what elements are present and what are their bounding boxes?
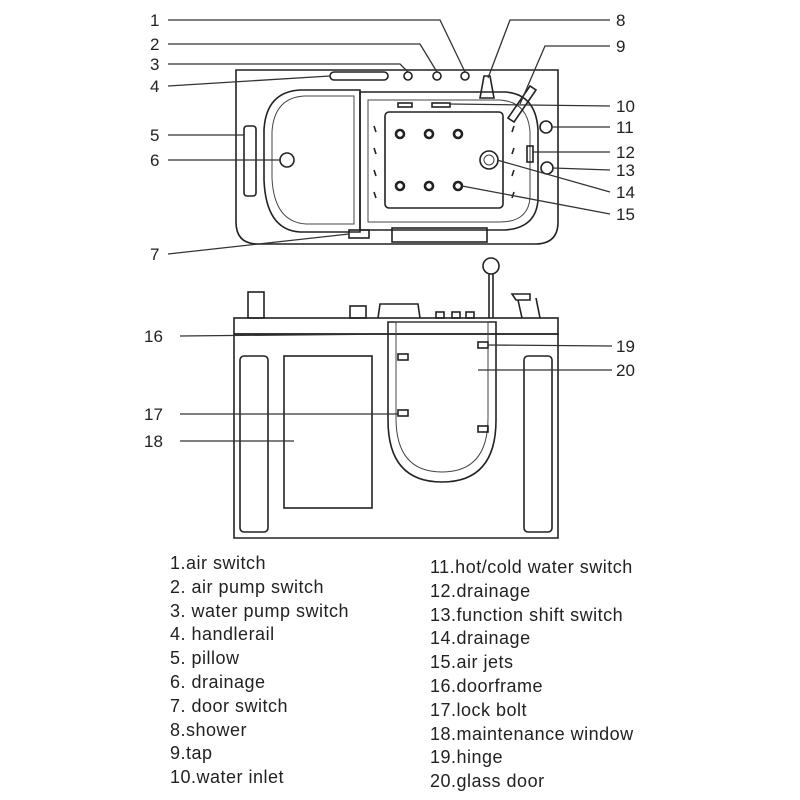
callout-8: 8: [616, 11, 625, 30]
water-inlet: [397, 102, 413, 108]
callout-4: 4: [150, 77, 159, 96]
legend-item: 9.tap: [170, 743, 213, 764]
legend-item: 10.water inlet: [170, 767, 285, 788]
legend-item: 14.drainage: [430, 628, 531, 649]
legend-item: 20.glass door: [430, 771, 545, 792]
lock-bolt: [397, 353, 409, 361]
tap-front: [510, 293, 541, 319]
handlerail: [329, 71, 389, 81]
callout-11: 11: [616, 118, 634, 137]
callout-10: 10: [616, 97, 635, 116]
legend-item: 2. air pump switch: [170, 576, 325, 597]
drainage-14: [479, 150, 499, 170]
legend-left: 1.air switch 2. air pump switch 3. water…: [170, 552, 349, 790]
callout-16: 16: [144, 327, 163, 346]
legend-item: 13.function shift switch: [430, 604, 624, 625]
legend-item: 8.shower: [170, 719, 248, 740]
tub-top-view: [235, 69, 559, 245]
deck-handle: [247, 291, 265, 319]
callout-9: 9: [616, 37, 625, 56]
callout-14: 14: [616, 183, 635, 202]
maintenance-window: [283, 355, 373, 509]
tub-front-view: [233, 257, 559, 539]
glass-door: [395, 321, 489, 473]
water-pump-switch: [403, 71, 413, 81]
tub-rim: [235, 69, 559, 245]
legend-item: 7. door switch: [170, 695, 289, 716]
legend-item: 12.drainage: [430, 580, 531, 601]
doorframe: [387, 321, 497, 483]
jets-panel: [384, 111, 504, 209]
callout-13: 13: [616, 161, 635, 180]
drainage-12: [526, 145, 534, 163]
leader-lines: [167, 19, 613, 442]
pillow: [243, 125, 257, 197]
legend-item: 3. water pump switch: [170, 600, 350, 621]
legend-item: 18.maintenance window: [430, 723, 634, 744]
legend-item: 11.hot/cold water switch: [430, 557, 633, 577]
legend-item: 6. drainage: [170, 671, 266, 692]
handlerail-front: [377, 303, 421, 319]
legend-item: 19.hinge: [430, 747, 504, 768]
seat-basin: [263, 89, 361, 233]
callout-18: 18: [144, 432, 163, 451]
shower-head: [479, 75, 495, 99]
shower-front: [482, 257, 500, 275]
callout-7: 7: [150, 245, 159, 264]
drainage-6: [279, 152, 295, 168]
hinge: [477, 341, 489, 349]
callout-3: 3: [150, 55, 159, 74]
callout-1: 1: [150, 11, 159, 30]
air-jets: [394, 128, 464, 192]
callout-17: 17: [144, 405, 163, 424]
callout-15: 15: [616, 205, 635, 224]
legend-item: 1.air switch: [170, 553, 267, 573]
callout-20: 20: [616, 361, 635, 380]
callout-2: 2: [150, 35, 159, 54]
tap: [506, 84, 538, 124]
legend-item: 15.air jets: [430, 652, 514, 673]
callout-6: 6: [150, 151, 159, 170]
air-switch: [460, 71, 470, 81]
air-pump-switch: [432, 71, 442, 81]
callout-numbers: 1 2 3 4 5 6 7 8 9 10 11 12 13 14 15 16 1…: [144, 11, 635, 451]
callout-19: 19: [616, 337, 635, 356]
hot-cold-switch: [539, 120, 553, 134]
legend-item: 5. pillow: [170, 648, 240, 669]
legend-right: 11.hot/cold water switch 12.drainage 13.…: [430, 556, 634, 794]
function-shift-switch: [540, 161, 554, 175]
legend-item: 16.doorframe: [430, 675, 544, 696]
door-bottom: [391, 227, 488, 243]
legend-item: 17.lock bolt: [430, 699, 528, 720]
legend-item: 4. handlerail: [170, 624, 275, 645]
callout-12: 12: [616, 143, 635, 162]
tub-body: [233, 333, 559, 539]
callout-5: 5: [150, 126, 159, 145]
